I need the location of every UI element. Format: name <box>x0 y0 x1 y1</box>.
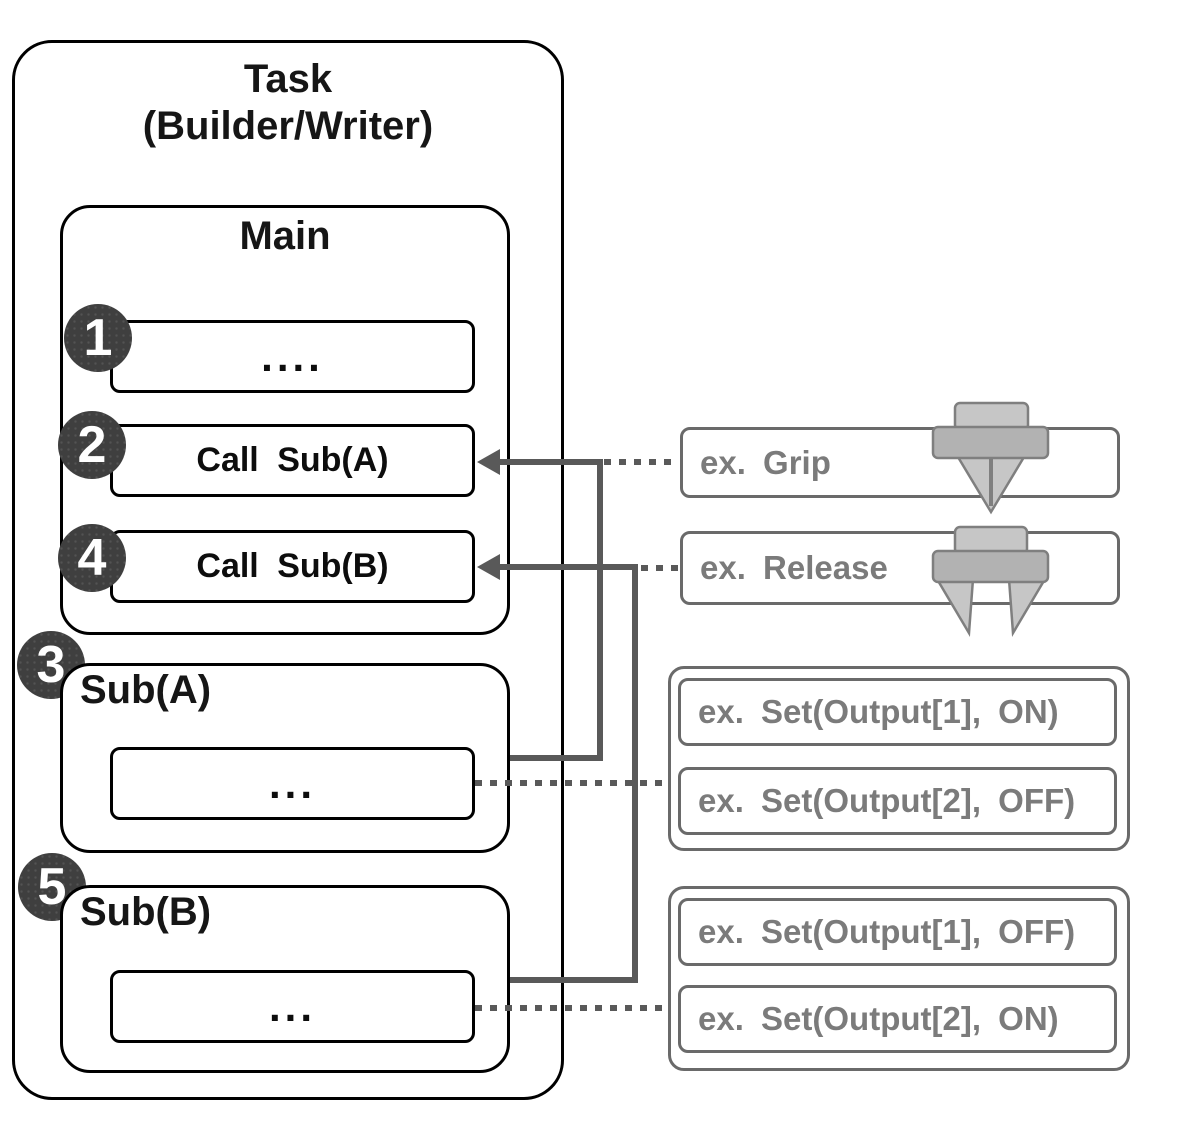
sub-a-example-2-text: ex. Set(Output[2], OFF) <box>698 782 1076 819</box>
sub-a-body-text: ... <box>268 759 316 807</box>
main-step-placeholder-box: .... <box>110 320 475 393</box>
example-release-box: ex. Release <box>680 531 1120 605</box>
example-grip-box: ex. Grip <box>680 427 1120 498</box>
main-step-placeholder-text: .... <box>261 332 324 380</box>
example-grip-text: ex. Grip <box>700 443 831 481</box>
sub-b-example-1-box: ex. Set(Output[1], OFF) <box>678 898 1117 966</box>
step-badge-1: 1 <box>64 304 132 372</box>
sub-b-body-text: ... <box>268 982 316 1030</box>
sub-a-example-1-text: ex. Set(Output[1], ON) <box>698 693 1059 730</box>
sub-a-example-2-box: ex. Set(Output[2], OFF) <box>678 767 1117 835</box>
sub-b-body-box: ... <box>110 970 475 1043</box>
sub-a-body-box: ... <box>110 747 475 820</box>
sub-a-example-1-box: ex. Set(Output[1], ON) <box>678 678 1117 746</box>
sub-b-label: Sub(B) <box>80 890 212 934</box>
step-badge-5: 5 <box>18 853 86 921</box>
call-sub-a-text: Call Sub(A) <box>196 441 389 479</box>
main-label: Main <box>239 214 331 258</box>
main-step-call-sub-b-box: Call Sub(B) <box>110 530 475 603</box>
task-title: Task (Builder/Writer) <box>12 56 564 150</box>
task-title-line2: (Builder/Writer) <box>142 104 434 148</box>
step-badge-2: 2 <box>58 411 126 479</box>
call-sub-b-text: Call Sub(B) <box>196 547 389 585</box>
example-release-text: ex. Release <box>700 549 888 586</box>
step-badge-4: 4 <box>58 524 126 592</box>
task-title-line1: Task <box>243 57 333 101</box>
sub-a-label: Sub(A) <box>80 668 212 712</box>
main-step-call-sub-a-box: Call Sub(A) <box>110 424 475 497</box>
sub-b-example-1-text: ex. Set(Output[1], OFF) <box>698 913 1076 950</box>
sub-b-example-2-text: ex. Set(Output[2], ON) <box>698 1000 1059 1037</box>
sub-b-example-2-box: ex. Set(Output[2], ON) <box>678 985 1117 1053</box>
